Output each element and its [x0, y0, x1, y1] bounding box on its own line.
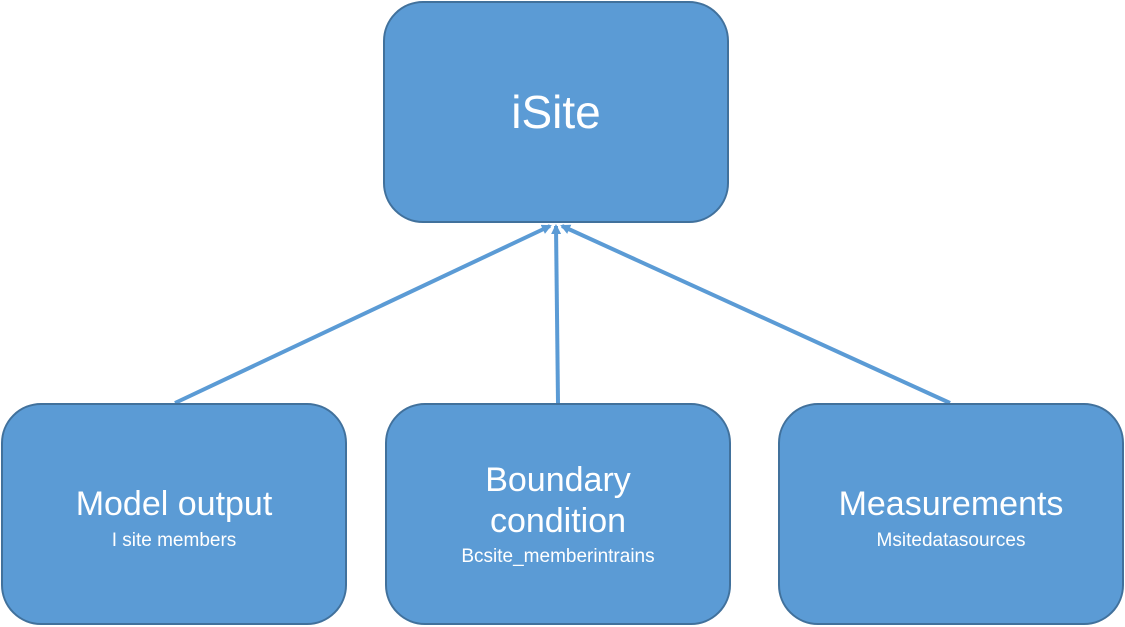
node-measurements[interactable]: Measurements Msitedatasources	[778, 403, 1124, 625]
edge-model-to-isite	[174, 224, 552, 405]
node-isite[interactable]: iSite	[383, 1, 729, 223]
node-model-output[interactable]: Model output I site members	[1, 403, 347, 625]
edge-measurements-to-isite	[560, 224, 951, 405]
node-boundary-condition[interactable]: Boundary condition Bcsite_memberintrains	[385, 403, 731, 625]
node-boundary-condition-sublabel: Bcsite_memberintrains	[461, 546, 655, 568]
node-isite-label: iSite	[511, 85, 601, 138]
node-boundary-condition-label: Boundary condition	[485, 460, 631, 540]
node-measurements-label: Measurements	[838, 485, 1064, 524]
edge-boundary-to-isite	[551, 224, 562, 404]
node-measurements-sublabel: Msitedatasources	[876, 530, 1026, 552]
node-model-output-sublabel: I site members	[111, 530, 237, 552]
node-model-output-label: Model output	[75, 485, 273, 524]
